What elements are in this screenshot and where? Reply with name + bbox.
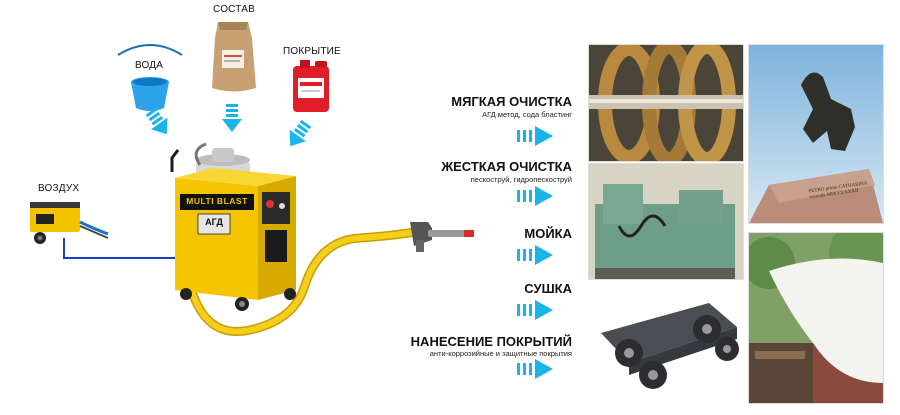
process-arrows [517,126,553,379]
blast-machine [170,142,296,311]
system-diagram [30,22,474,336]
air-line [63,238,184,259]
process-title-coating: НАНЕСЕНИЕ ПОКРЫТИЙ [410,334,572,349]
label-coating: ПОКРЫТИЕ [283,46,341,57]
machine-brand: MULTI BLAST [186,196,248,206]
canister-icon [293,60,329,112]
arrow-wash [517,245,553,265]
label-compound: СОСТАВ [213,4,255,15]
arrow-coating [517,359,553,379]
nozzle-icon [410,222,474,252]
process-title-dry: СУШКА [524,281,572,296]
photo-machine-tool [588,163,744,280]
arrow-dry [517,300,553,320]
photo-boat [748,232,884,404]
process-subtitle-coating: анти-коррозийные и защитные покрытия [429,349,572,358]
photo-monument: PETRO primo CATHARINA secunda MDCCLXXXII [748,44,884,224]
label-air: ВОЗДУХ [38,183,80,194]
arrow-coating [289,119,312,147]
arrow-hard [517,186,553,206]
sack-icon [212,22,256,92]
arrow-soft [517,126,553,146]
arrow-compound [222,104,242,132]
photo-bogie [588,282,744,402]
machine-model: АГД [205,217,223,227]
process-title-soft: МЯГКАЯ ОЧИСТКА [451,94,572,109]
label-water: ВОДА [135,60,164,71]
bucket-icon [117,44,183,111]
process-title-wash: МОЙКА [524,226,572,241]
feed-arrows [145,104,312,147]
arrow-water [145,107,168,135]
process-subtitle-hard: пескоструй, гидропескоструй [470,175,572,184]
process-subtitle-soft: АГД метод, сода бластинг [482,110,572,119]
process-title-hard: ЖЕСТКАЯ ОЧИСТКА [441,159,572,174]
photo-turbine [588,44,744,162]
compressor-icon [30,202,109,244]
